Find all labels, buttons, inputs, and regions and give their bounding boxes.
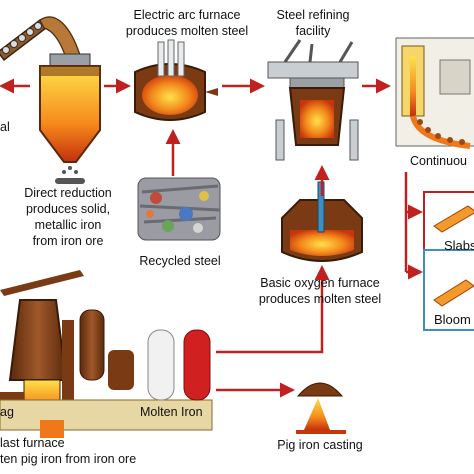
dr-label-line1: Direct reduction [24,186,112,200]
bof-label-line1: Basic oxygen furnace [260,276,380,290]
eaf-label-line2: produces molten steel [125,24,249,38]
recycled-steel-pile [137,177,221,241]
steel-refining-facility [267,39,359,161]
ore-conveyor [0,16,81,62]
basic-oxygen-furnace [281,181,363,262]
slag-partial-label: ag [0,405,14,419]
pig-iron-casting-machine [296,382,346,434]
molten-iron-label: Molten Iron [140,405,203,419]
direct-reduction-vessel [39,53,101,184]
bf-label-line1: last furnace [0,436,65,450]
slabs-label: Slabs [444,238,474,253]
dr-label-line4: from iron ore [32,234,104,248]
dr-label-line2: produces solid, [25,202,111,216]
blooms-panel [423,249,474,331]
refining-label-line1: Steel refining [276,8,350,22]
recycled-steel-label: Recycled steel [139,254,221,268]
blast-furnace [0,270,213,438]
continuous-caster [395,37,474,149]
pig-casting-label: Pig iron casting [277,438,363,452]
continuous-caster-label: Continuou [410,154,467,168]
refining-label-line2: facility [295,24,331,38]
blooms-label: Bloom [434,312,471,327]
dr-label-line3: metallic iron [34,218,102,232]
bf-label-line2: ten pig iron from iron ore [0,452,137,466]
electric-arc-furnace [134,39,218,121]
left-edge-partial-label: al [0,120,10,134]
bof-label-line2: produces molten steel [258,292,382,306]
eaf-label-line1: Electric arc furnace [133,8,241,22]
arrow-bf-to-bof [216,265,330,354]
